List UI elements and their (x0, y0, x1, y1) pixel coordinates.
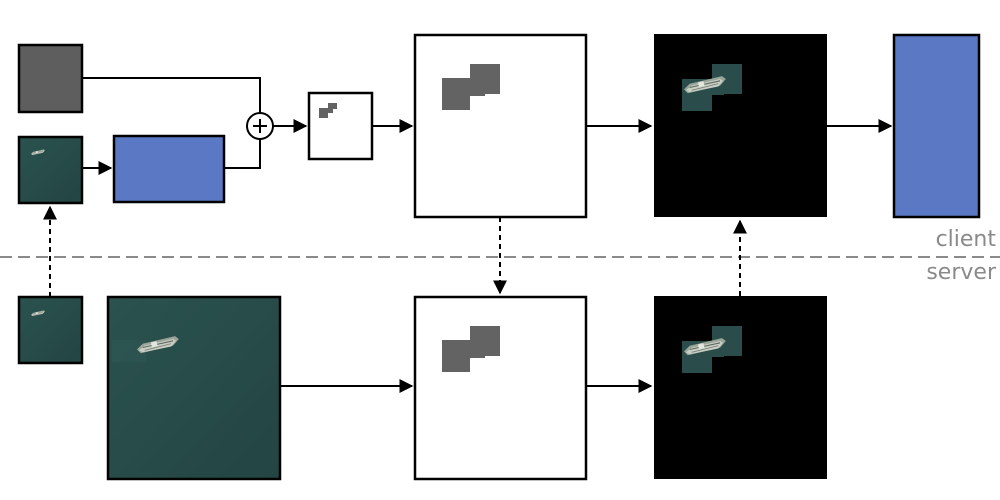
client-masked-image-panel (654, 34, 827, 217)
server-masked-image-panel (654, 296, 827, 479)
full-resolution-image (106, 295, 282, 481)
wire-encoder-to-sum (224, 139, 261, 169)
client-label: client (936, 227, 997, 252)
wire-gray-to-sum (82, 77, 261, 113)
blue-output-block (892, 33, 981, 219)
gray-feature-block (17, 43, 84, 114)
small-mask-box (307, 91, 374, 161)
client-mask-panel (413, 33, 588, 219)
blue-encoder-block (112, 134, 226, 204)
server-thumbnail-image (17, 295, 84, 365)
client-thumbnail-image (17, 135, 84, 205)
server-mask-panel (413, 295, 588, 481)
server-label: server (926, 260, 997, 285)
circle-plus-icon (246, 112, 274, 140)
